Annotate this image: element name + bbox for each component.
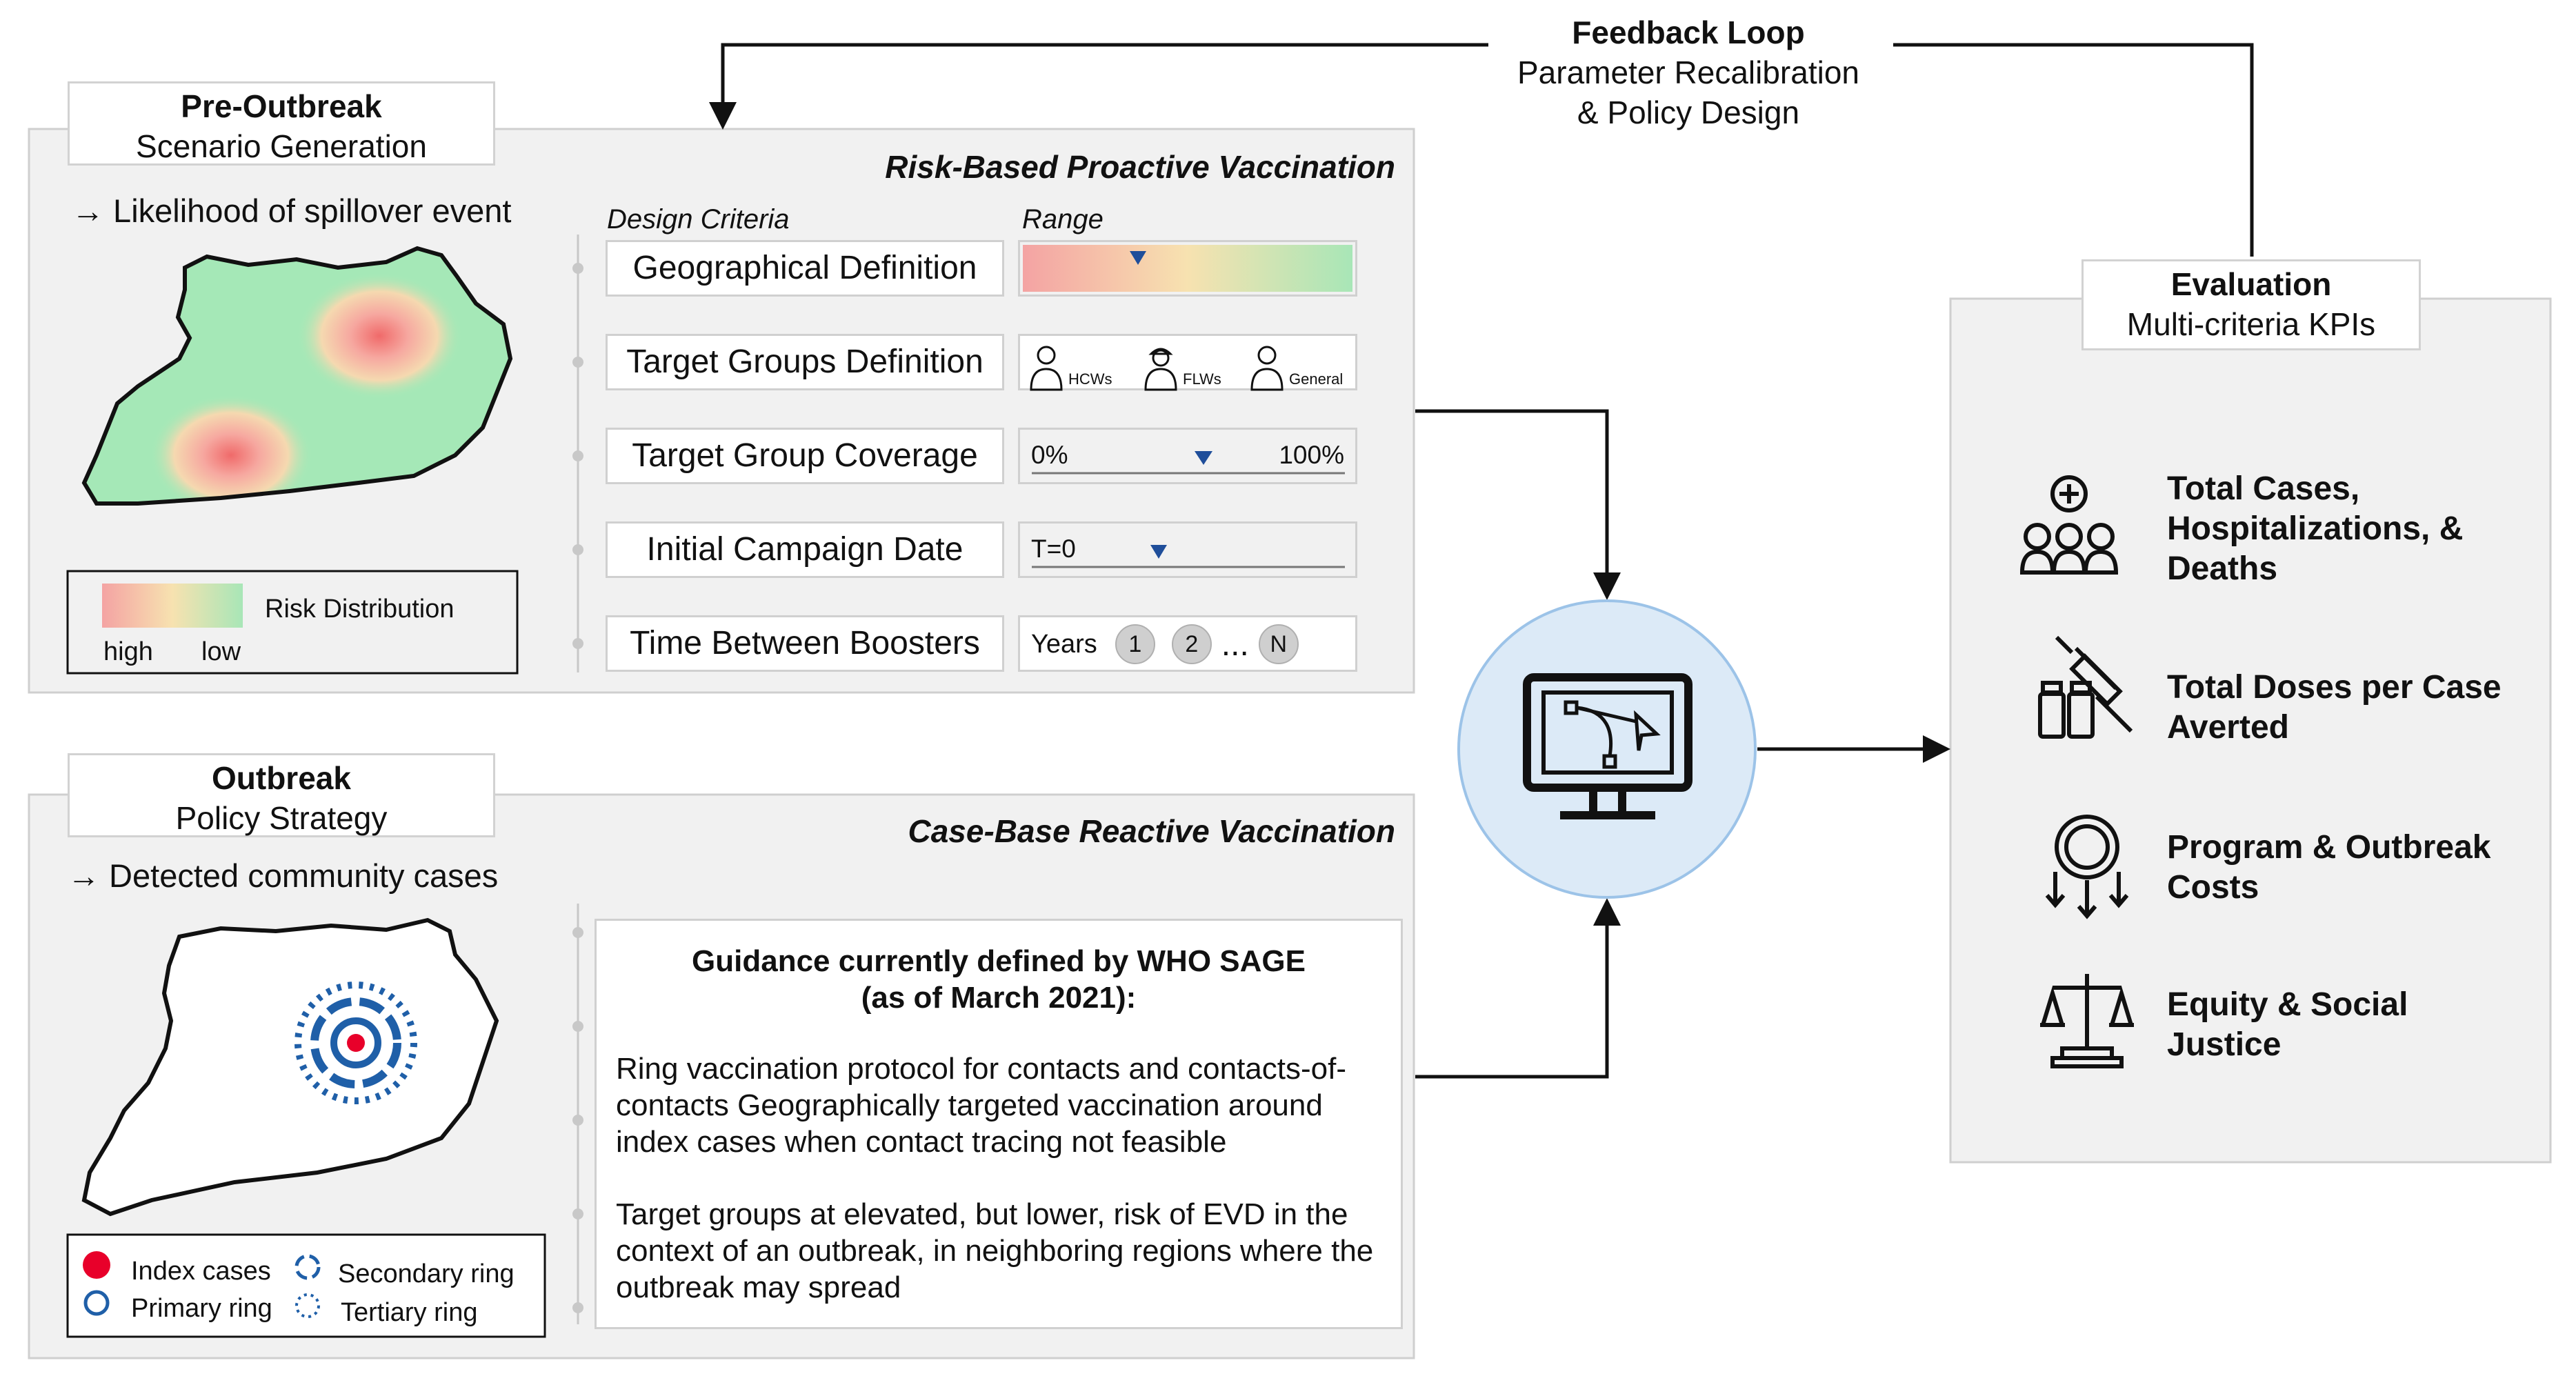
kpi-equity: Equity & Social Justice: [2167, 986, 2408, 1063]
booster-n: N: [1258, 624, 1299, 664]
ring-legend-box: [66, 1233, 546, 1338]
boosters-range: Years 1 2 ... N: [1018, 615, 1357, 672]
secondary-legend-dot: [294, 1254, 321, 1280]
coverage-range: 0% 100%: [1018, 428, 1357, 484]
tertiary-legend-dot: [295, 1293, 320, 1318]
hcw-person-icon: [1030, 346, 1063, 391]
criteria-target-groups: Target Groups Definition: [606, 334, 1004, 390]
group-general-label: General: [1289, 370, 1344, 388]
general-person-icon: [1250, 346, 1284, 391]
risk-map: [81, 246, 513, 506]
feedback-loop-label: Feedback Loop Parameter Recalibration & …: [1481, 12, 1895, 132]
pre-outbreak-subtitle: Scenario Generation: [136, 128, 427, 164]
index-legend-dot: [83, 1251, 110, 1279]
case-map: [81, 917, 499, 1217]
design-criteria-header: Design Criteria: [607, 204, 790, 235]
legend-secondary-ring: Secondary ring: [338, 1259, 515, 1288]
kpi-doses: Total Doses per Case Averted: [2167, 669, 2502, 746]
risk-legend-low: low: [201, 637, 241, 666]
coverage-max: 100%: [1279, 441, 1344, 469]
kpi-costs: Program & Outbreak Costs: [2167, 829, 2491, 906]
kpi-cases: Total Cases, Hospitalizations, & Deaths: [2167, 470, 2464, 587]
flw-person-icon: [1144, 348, 1177, 391]
risk-legend-high: high: [103, 637, 153, 666]
legend-tertiary-ring: Tertiary ring: [341, 1298, 478, 1327]
feedback-line1: Parameter Recalibration: [1517, 54, 1859, 90]
guidance-title: Guidance currently defined by WHO SAGE: [692, 944, 1306, 978]
detected-cases-trigger: → Detected community cases: [68, 857, 499, 894]
outbreak-label: Outbreak Policy Strategy: [68, 753, 495, 837]
risk-legend-gradient: [102, 584, 243, 628]
booster-dots: ...: [1221, 626, 1249, 663]
legend-index-cases: Index cases: [131, 1257, 271, 1286]
geo-range-slider: [1018, 240, 1357, 297]
outbreak-title: Outbreak: [212, 760, 351, 796]
reactive-section-title: Case-Base Reactive Vaccination: [908, 813, 1395, 849]
criteria-boosters: Time Between Boosters: [606, 615, 1004, 672]
group-flw-label: FLWs: [1183, 370, 1221, 388]
dollar-coin-icon: [2045, 815, 2129, 919]
monitor-icon: [1523, 673, 1693, 819]
guidance-para-2: Target groups at elevated, but lower, ri…: [616, 1197, 1374, 1304]
guidance-box: Guidance currently defined by WHO SAGE (…: [595, 919, 1403, 1329]
feedback-line2: & Policy Design: [1577, 94, 1800, 130]
campaign-start: T=0: [1031, 535, 1076, 563]
pre-outbreak-title: Pre-Outbreak: [181, 88, 382, 124]
vaccine-vials-icon: [2038, 635, 2133, 739]
range-header: Range: [1022, 204, 1104, 235]
legend-primary-ring: Primary ring: [131, 1294, 272, 1323]
group-flw: FLWs: [1141, 344, 1221, 391]
booster-2: 2: [1171, 624, 1212, 664]
spillover-trigger: → Likelihood of spillover event: [72, 192, 512, 229]
campaign-date-range: T=0: [1018, 521, 1357, 578]
group-hcw: HCWs: [1027, 344, 1112, 391]
target-groups-range: HCWs FLWs General: [1018, 334, 1357, 391]
guidance-date: (as of March 2021):: [861, 981, 1137, 1015]
people-medical-icon: [2019, 475, 2119, 575]
booster-1: 1: [1115, 624, 1155, 664]
boosters-label: Years: [1031, 629, 1097, 659]
risk-legend-label: Risk Distribution: [265, 595, 455, 624]
group-general: General: [1248, 344, 1343, 391]
coverage-min: 0%: [1031, 441, 1068, 469]
primary-legend-dot: [83, 1290, 110, 1316]
evaluation-label: Evaluation Multi-criteria KPIs: [2081, 259, 2421, 350]
proactive-section-title: Risk-Based Proactive Vaccination: [885, 149, 1395, 185]
criteria-campaign-date: Initial Campaign Date: [606, 521, 1004, 578]
criteria-coverage: Target Group Coverage: [606, 428, 1004, 484]
evaluation-subtitle: Multi-criteria KPIs: [2126, 306, 2376, 342]
criteria-geographical: Geographical Definition: [606, 240, 1004, 297]
pre-outbreak-label: Pre-Outbreak Scenario Generation: [68, 81, 495, 166]
scales-icon: [2039, 974, 2135, 1068]
geo-range-gradient: [1023, 245, 1352, 292]
evaluation-title: Evaluation: [2170, 266, 2332, 302]
feedback-title: Feedback Loop: [1572, 14, 1805, 50]
group-hcw-label: HCWs: [1068, 370, 1112, 388]
outbreak-subtitle: Policy Strategy: [175, 800, 388, 836]
model-circle: [1457, 599, 1757, 899]
guidance-para-1: Ring vaccination protocol for contacts a…: [616, 1052, 1346, 1159]
